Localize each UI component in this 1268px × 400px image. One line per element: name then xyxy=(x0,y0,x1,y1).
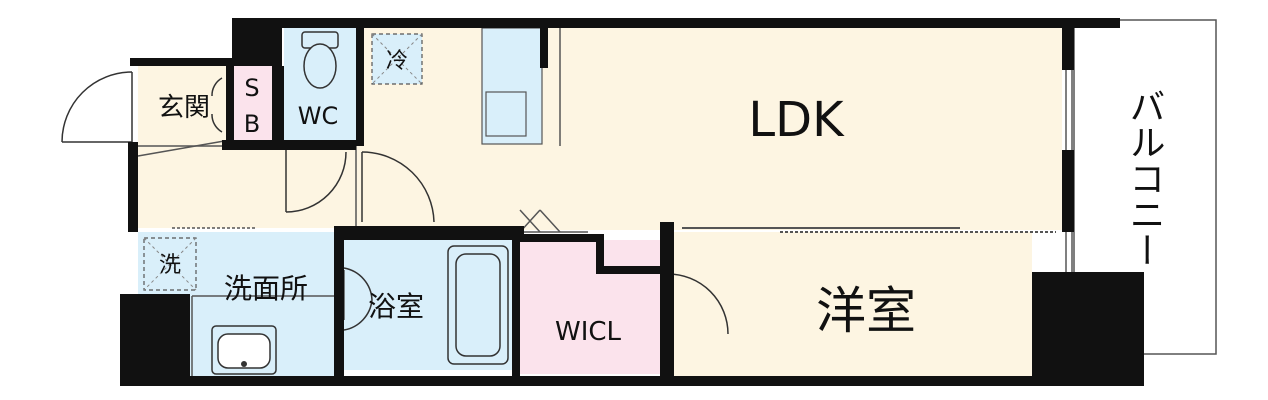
bathtub-icon xyxy=(447,245,509,365)
ldk-floor xyxy=(360,28,1062,230)
wash-basin-icon xyxy=(211,325,277,375)
balcony-label: バルコニー xyxy=(1124,88,1165,268)
washing-machine-label: 洗 xyxy=(159,253,181,278)
refrigerator-icon xyxy=(371,33,423,85)
floor-fills xyxy=(138,19,1217,380)
toilet-label: WC xyxy=(298,102,339,130)
shoe-box-label-bottom: B xyxy=(244,110,260,138)
fixtures xyxy=(143,31,509,375)
bathroom-label: 浴室 xyxy=(368,290,424,323)
ldk-label: LDK xyxy=(748,92,845,148)
shoe-box-area xyxy=(232,66,272,146)
western-room-floor xyxy=(672,232,1032,380)
hallway-floor xyxy=(138,146,360,228)
labels: LDK 洋室 玄関 S B WC 冷 洗 洗面所 浴室 WICL バルコニー xyxy=(158,49,1165,347)
toilet-icon xyxy=(301,31,339,89)
western-room-label: 洋室 xyxy=(816,282,916,340)
sliding-doors xyxy=(172,227,1056,233)
entrance-label: 玄関 xyxy=(158,93,210,123)
washing-machine-icon xyxy=(143,237,197,291)
kitchen-sink xyxy=(485,91,527,137)
washroom-label: 洗面所 xyxy=(224,272,308,305)
entrance-floor xyxy=(138,66,230,146)
windows xyxy=(1065,70,1073,272)
walls xyxy=(120,18,1144,386)
shoe-box-label-top: S xyxy=(244,74,259,102)
closet-floor xyxy=(518,240,664,374)
closet-label: WICL xyxy=(555,317,622,347)
refrigerator-label: 冷 xyxy=(386,49,408,74)
